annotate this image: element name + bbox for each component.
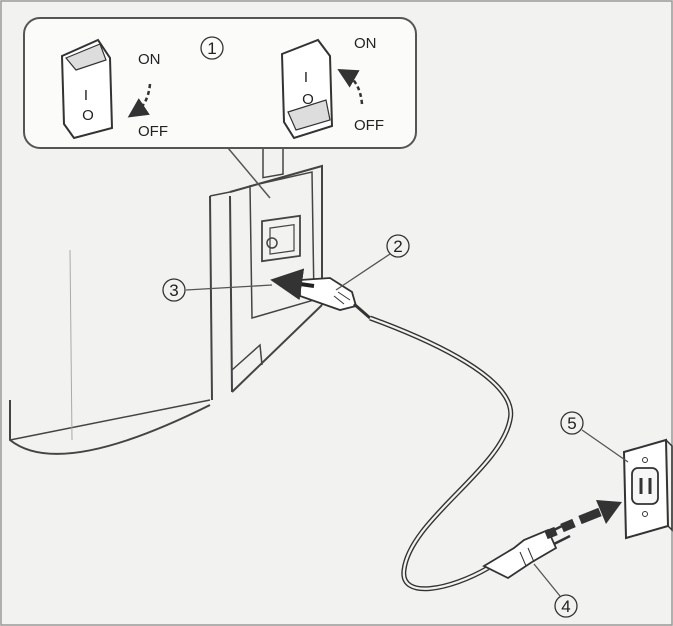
svg-text:3: 3 xyxy=(169,281,178,300)
switch-off-off-label: OFF xyxy=(138,123,168,140)
svg-text:2: 2 xyxy=(393,237,402,256)
svg-text:5: 5 xyxy=(567,414,576,433)
arrow-on-icon xyxy=(337,69,364,105)
rocker-mark-on: I xyxy=(304,69,308,86)
insert-arrow-icon xyxy=(544,500,622,540)
switch-off-on-label: ON xyxy=(138,51,161,68)
insert-arrow-icon xyxy=(270,268,315,301)
power-cord-inner xyxy=(369,316,512,590)
callout-leader-line xyxy=(227,147,271,199)
label-5: 5 xyxy=(560,411,629,463)
outlet-icon xyxy=(622,438,673,540)
rocker-mark-on: I xyxy=(84,87,88,104)
switch-on-on-label: ON xyxy=(354,35,377,52)
label-2: 2 xyxy=(335,234,410,291)
label-4: 4 xyxy=(533,563,578,618)
callout-number: 1 xyxy=(207,39,216,58)
callout-number-circle xyxy=(200,36,224,60)
svg-text:4: 4 xyxy=(561,597,570,616)
rocker-mark-off: O xyxy=(82,107,94,124)
switch-callout: 1 I O ON OFF I O ON OFF xyxy=(23,17,417,149)
rocker-mark-off: O xyxy=(302,91,314,108)
switch-on-off-label: OFF xyxy=(354,117,384,134)
rocker-switch-icon: I O xyxy=(280,38,334,140)
arrow-off-icon xyxy=(127,83,152,118)
label-3: 3 xyxy=(162,278,273,302)
rocker-switch-icon: I O xyxy=(60,38,114,140)
